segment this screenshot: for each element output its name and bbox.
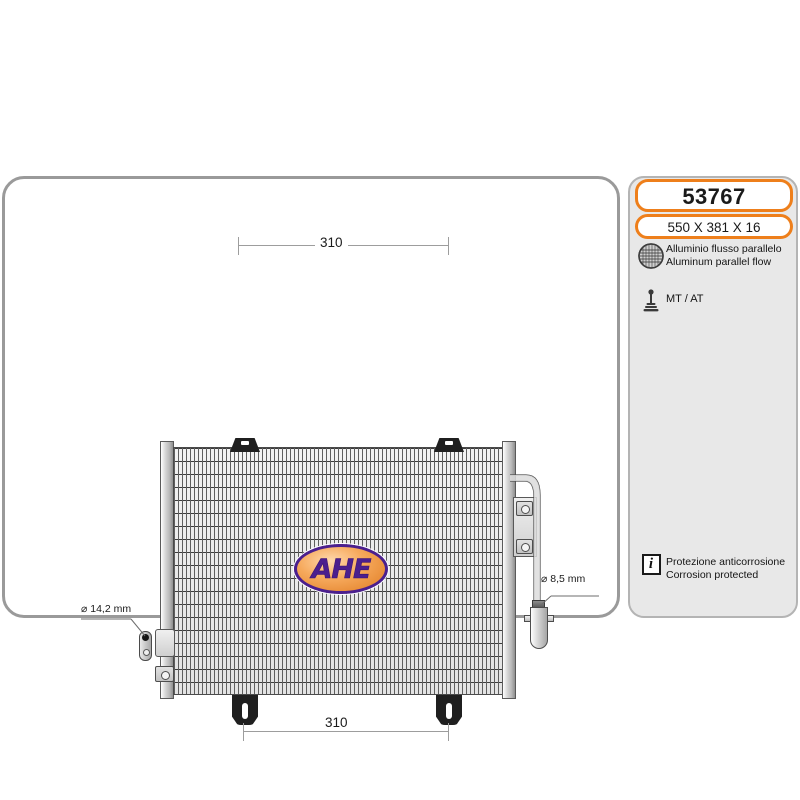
top-dimension-label: 310 — [315, 235, 348, 250]
top-mounting-bracket-left — [230, 438, 260, 452]
right-header-tank — [502, 441, 516, 699]
bottom-mounting-bracket-left — [232, 695, 258, 725]
ahe-logo: AHE — [294, 544, 388, 594]
outlet-diameter-label: ⌀ 8,5 mm — [541, 573, 586, 585]
spec-row-material: Alluminio flusso parallelo Aluminum para… — [636, 242, 798, 269]
left-tank-mount-hole — [155, 666, 174, 682]
specification-panel: 53767 550 X 381 X 16 — [628, 176, 798, 618]
transmission-text: MT / AT — [666, 288, 704, 306]
corrosion-label-en: Corrosion protected — [666, 568, 759, 581]
receiver-drier — [530, 607, 548, 649]
material-label-it: Alluminio flusso parallelo — [666, 243, 782, 255]
left-tank-mount-plate — [155, 629, 175, 657]
inlet-diameter-label: ⌀ 14,2 mm — [81, 603, 132, 615]
spec-row-corrosion: i Protezione anticorrosione Corrosion pr… — [636, 553, 798, 581]
inlet-fitting — [139, 631, 152, 661]
material-text: Alluminio flusso parallelo Aluminum para… — [666, 242, 782, 268]
bottom-dimension-tick-left — [243, 723, 244, 741]
spec-row-transmission: MT / AT — [636, 288, 798, 315]
top-mounting-bracket-right — [434, 438, 464, 452]
outlet-leader-line — [540, 595, 599, 606]
bottom-dimension-tick-right — [448, 723, 449, 741]
left-header-tank — [160, 441, 174, 699]
material-label-en: Aluminum parallel flow — [666, 255, 772, 268]
right-tank-mount-hole-bottom — [516, 539, 533, 554]
bottom-mounting-bracket-right — [436, 695, 462, 725]
inlet-leader-line — [81, 618, 146, 637]
parallel-flow-circle-icon — [636, 242, 666, 269]
bottom-dimension-line — [243, 731, 449, 732]
right-tank-mount-hole-top — [516, 501, 533, 516]
info-icon: i — [641, 554, 661, 575]
corrosion-text: Protezione anticorrosione Corrosion prot… — [666, 553, 785, 581]
ahe-logo-text: AHE — [311, 553, 372, 585]
transmission-label: MT / AT — [666, 293, 704, 305]
dimensions-box: 550 X 381 X 16 — [635, 214, 793, 239]
gear-shift-lever-icon — [636, 288, 666, 315]
part-number-box: 53767 — [635, 179, 793, 212]
info-icon-wrapper: i — [636, 553, 666, 575]
bottom-dimension-label: 310 — [320, 715, 353, 730]
top-dimension-tick-left — [238, 237, 239, 255]
corrosion-label-it: Protezione anticorrosione — [666, 556, 786, 568]
technical-drawing-panel: 310 ⌀ 14,2 mm — [2, 176, 620, 741]
outlet-pipe — [510, 474, 541, 607]
top-dimension-tick-right — [448, 237, 449, 255]
